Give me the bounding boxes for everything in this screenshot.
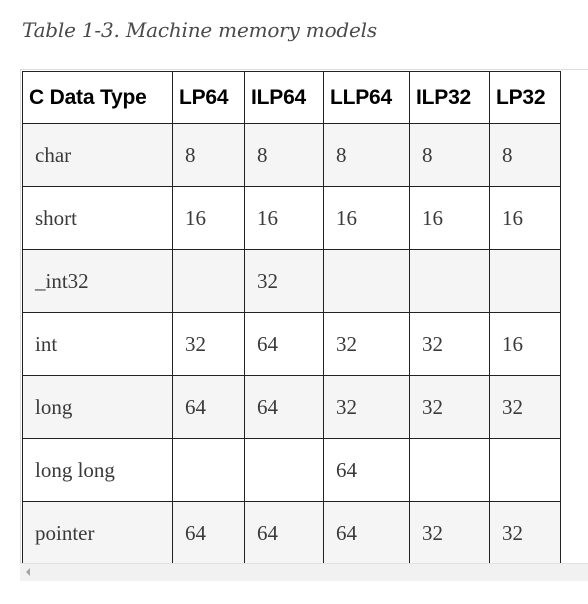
table-cell: char (22, 123, 173, 187)
chevron-left-icon[interactable] (26, 568, 30, 576)
table-cell: 32 (409, 375, 490, 439)
table-container[interactable]: C Data Type LP64 ILP64 LLP64 ILP32 LP32 … (20, 69, 588, 581)
table-cell: 32 (409, 312, 490, 376)
table-cell: 16 (489, 186, 561, 250)
table-cell (172, 438, 245, 502)
horizontal-scrollbar[interactable] (20, 563, 588, 581)
table-row: long 64 64 32 32 32 (22, 375, 561, 439)
table-cell: 32 (323, 312, 410, 376)
table-cell (489, 249, 561, 313)
table-row: pointer 64 64 64 32 32 (22, 501, 561, 565)
table-cell (409, 438, 490, 502)
column-header: C Data Type (22, 71, 173, 124)
table-cell: 16 (172, 186, 245, 250)
table-cell: 16 (409, 186, 490, 250)
table-cell: long long (22, 438, 173, 502)
table-cell: 16 (489, 312, 561, 376)
table-cell: 32 (489, 501, 561, 565)
table-cell: 64 (244, 501, 324, 565)
table-cell (172, 249, 245, 313)
table-cell: 64 (244, 312, 324, 376)
table-caption: Table 1-3. Machine memory models (22, 18, 377, 42)
memory-models-table: C Data Type LP64 ILP64 LLP64 ILP32 LP32 … (22, 71, 561, 565)
table-cell: 32 (323, 375, 410, 439)
table-cell: 8 (489, 123, 561, 187)
column-header: ILP64 (244, 71, 324, 124)
table-cell: long (22, 375, 173, 439)
table-cell: 32 (172, 312, 245, 376)
table-cell: _int32 (22, 249, 173, 313)
column-header: LP32 (489, 71, 561, 124)
table-row: short 16 16 16 16 16 (22, 186, 561, 250)
table-cell: 64 (172, 501, 245, 565)
table-cell: short (22, 186, 173, 250)
table-cell: 16 (323, 186, 410, 250)
table-cell (489, 438, 561, 502)
table-cell: pointer (22, 501, 173, 565)
table-cell: 8 (244, 123, 324, 187)
table-cell (323, 249, 410, 313)
table-cell: 32 (244, 249, 324, 313)
table-cell: 64 (172, 375, 245, 439)
table-cell: 64 (244, 375, 324, 439)
table-cell: 16 (244, 186, 324, 250)
table-cell: 8 (172, 123, 245, 187)
table-cell: 8 (409, 123, 490, 187)
table-row: int 32 64 32 32 16 (22, 312, 561, 376)
column-header: ILP32 (409, 71, 490, 124)
table-header-row: C Data Type LP64 ILP64 LLP64 ILP32 LP32 (22, 71, 561, 124)
table-cell (244, 438, 324, 502)
column-header: LLP64 (323, 71, 410, 124)
table-cell: int (22, 312, 173, 376)
table-row: long long 64 (22, 438, 561, 502)
table-cell: 32 (409, 501, 490, 565)
table-cell: 64 (323, 501, 410, 565)
column-header: LP64 (172, 71, 245, 124)
table-cell: 8 (323, 123, 410, 187)
table-row: _int32 32 (22, 249, 561, 313)
table-row: char 8 8 8 8 8 (22, 123, 561, 187)
table-cell: 32 (489, 375, 561, 439)
table-cell (409, 249, 490, 313)
table-cell: 64 (323, 438, 410, 502)
